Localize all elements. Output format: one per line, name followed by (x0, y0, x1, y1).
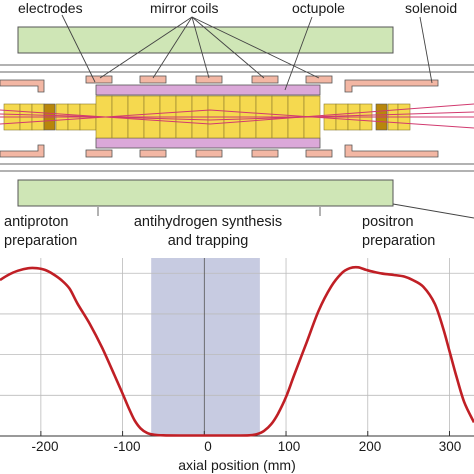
mirror-coil-top-4 (251, 75, 279, 84)
solenoid-top (17, 26, 394, 54)
end-piece-left-bottom (0, 144, 45, 158)
mirror-coil-top-2 (139, 75, 167, 84)
x-tick-label: 200 (358, 439, 382, 454)
x-tick-label: 100 (277, 439, 301, 454)
mirror-coil-bottom-1 (85, 149, 113, 158)
label-electrodes: electrodes (18, 0, 83, 16)
region-positron-line2: preparation (362, 233, 436, 249)
x-tick-label: -200 (31, 439, 59, 454)
particle-trajectories (0, 103, 474, 129)
field-profile-curve (0, 265, 474, 437)
mirror-coil-top-5 (305, 75, 333, 84)
end-piece-right-top (344, 79, 439, 93)
region-antiproton: antiproton preparation (4, 213, 77, 251)
end-piece-right-bottom (344, 144, 439, 158)
solenoid-bottom (17, 179, 394, 207)
region-synthesis-line2: and trapping (167, 233, 249, 249)
trap-region-shade (151, 258, 260, 436)
mirror-coil-bottom-2 (139, 149, 167, 158)
region-synthesis: antihydrogen synthesis and trapping (124, 213, 292, 251)
x-axis-title: axial position (mm) (178, 457, 296, 473)
label-mirror-coils: mirror coils (150, 0, 219, 16)
region-antiproton-line1: antiproton (4, 214, 69, 230)
x-tick-label: 300 (438, 439, 462, 454)
x-tick-label: 0 (204, 439, 212, 454)
mirror-coil-bottom-3 (195, 149, 223, 158)
mirror-coil-top-3 (195, 75, 223, 84)
end-piece-left-top (0, 79, 45, 93)
region-synthesis-line1: antihydrogen synthesis (133, 214, 283, 230)
mirror-coil-bottom-5 (305, 149, 333, 158)
leader-lines (61, 14, 474, 219)
label-octupole: octupole (292, 0, 345, 16)
region-positron-line1: positron (362, 214, 414, 230)
region-antiproton-line2: preparation (4, 233, 78, 249)
region-positron: positron preparation (362, 213, 435, 251)
octupole-top (95, 84, 321, 96)
label-solenoid: solenoid (405, 0, 458, 16)
mirror-coil-bottom-4 (251, 149, 279, 158)
mirror-coil-top-1 (85, 75, 113, 84)
x-tick-label: -100 (113, 439, 141, 454)
